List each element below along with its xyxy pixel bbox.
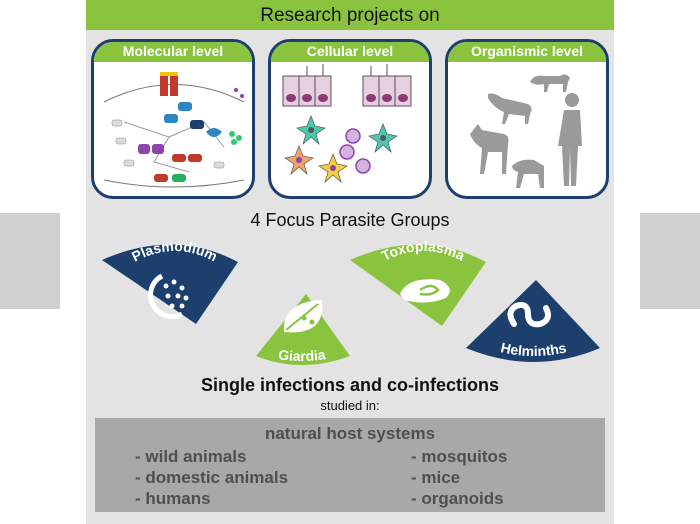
organismic-level-label: Organismic level [448,42,606,62]
host-list-right: - mosquitos - mice - organoids [411,446,507,509]
toxoplasma-icon [400,279,450,303]
host-item: - domestic animals [135,468,289,487]
title-banner: Research projects on [86,0,614,30]
helminths-label: Helminths [499,339,567,359]
cheetah-icon [488,93,532,124]
plasmodium-fan: Plasmodium [102,238,238,324]
host-item: - mosquitos [411,447,508,466]
cellular-level-label: Cellular level [271,42,429,62]
hyena-icon [512,159,544,188]
host-item: - wild animals [135,447,247,466]
human-icon [565,93,579,107]
focus-groups-title: 4 Focus Parasite Groups [250,210,450,230]
giardia-fan: Giardia [256,294,350,365]
helminths-fan: Helminths [466,280,600,362]
host-systems-box: natural host systems - wild animals - do… [95,418,605,512]
studied-in-label: studied in: [320,398,380,413]
host-item: - organoids [411,489,504,508]
molecular-pathway-illustration [103,72,245,188]
organismic-silhouettes [470,74,582,188]
host-list-left: - wild animals - domestic animals - huma… [135,446,288,509]
host-item: - humans [135,489,211,508]
host-systems-title: natural host systems [264,424,436,443]
helminth-worm-icon [507,302,551,328]
giardia-leaf-icon [283,300,323,333]
svg-text:Helminths: Helminths [499,339,567,359]
toxoplasma-fan: Toxoplasma [350,238,486,326]
organismic-level-card: Organismic level [445,39,609,199]
molecular-level-card: Molecular level [91,39,255,199]
horse-icon [470,124,509,174]
cellular-level-card: Cellular level [268,39,432,199]
parasite-group-fans: Plasmodium Giardia Toxoplasma [102,238,600,365]
left-side-block [0,213,60,309]
plasmodium-icon [148,273,189,319]
right-side-block [640,213,700,309]
svg-text:Giardia: Giardia [278,346,327,364]
host-item: - mice [411,468,461,487]
cellular-illustration [282,64,412,184]
boar-icon [530,74,570,92]
giardia-label: Giardia [278,346,327,364]
infections-title: Single infections and co-infections [200,375,500,395]
molecular-level-label: Molecular level [94,42,252,62]
